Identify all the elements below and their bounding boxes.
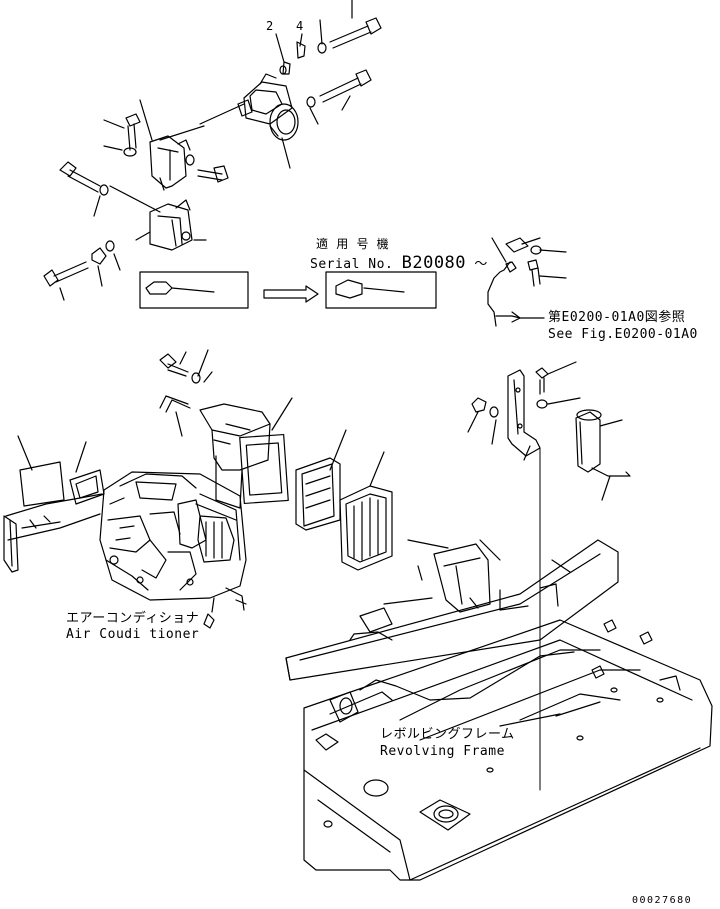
serial-number: Serial No. B20080 ～ [310,255,488,272]
revolving-frame-en: Revolving Frame [380,744,505,759]
revolving-frame [285,539,713,881]
revolving-frame-jp: レボルビングフレーム [380,727,515,742]
lower-bolt-washers [43,240,121,301]
top-long-bolt-1 [329,0,382,49]
ac-unit-body [99,471,247,629]
bracket-bolt-small [103,113,141,157]
detail-box-old [139,271,249,309]
bent-pipe [159,395,191,437]
reference-jp: 第E0200-01A0図参照 [548,310,686,325]
grille-frame [339,451,393,571]
detail-box-new [325,271,437,309]
applicable-machine-jp: 適 用 号 機 [316,237,390,251]
upper-bracket [139,99,205,191]
callout-2: 2 [266,19,274,33]
top-long-bolt-2 [319,69,372,111]
bracket-nut-bolt [185,154,229,183]
reference-en: See Fig.E0200-01A0 [548,327,698,342]
right-bracket [467,361,581,461]
duct-bolts [159,349,213,384]
cylinder-tube [575,409,631,501]
lower-bracket [109,185,207,251]
air-conditioner-en: Air Coudi tioner [66,627,200,642]
pump-assembly [199,73,299,169]
change-arrow [263,285,319,303]
elbow-duct [199,397,293,509]
ac-side-ducts [3,435,105,573]
filter-panel [295,429,347,531]
air-conditioner-jp: エアーコンディショナ [66,611,200,626]
top-washers [279,41,327,108]
serial-suffix: ～ [474,257,488,272]
left-long-bolt [59,161,109,217]
sensor-harness [487,237,567,327]
drawing-number: 00027680 [632,895,693,906]
callout-4: 4 [296,19,304,33]
serial-value: B20080 [401,253,467,273]
top-leaders [275,19,323,125]
serial-prefix: Serial No. [310,257,394,272]
